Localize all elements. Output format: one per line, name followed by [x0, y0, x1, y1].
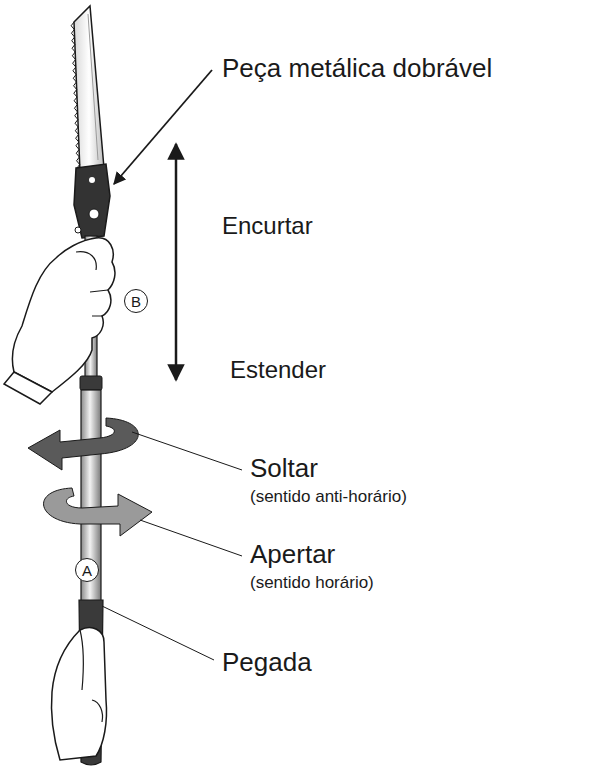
rivet [75, 227, 81, 233]
part-label: Peça metálica dobrável [222, 55, 492, 81]
loosen-arrow [28, 418, 138, 470]
note-label: (sentido horário) [250, 574, 374, 591]
rivet [89, 177, 95, 183]
folding-metal-piece [74, 164, 110, 238]
lock-collar [80, 376, 102, 390]
callout-circle: B [124, 289, 148, 313]
action-label: Apertar [250, 541, 335, 567]
tighten-arrow [44, 488, 152, 536]
saw-teeth-stroke [71, 22, 80, 172]
blade-line [88, 14, 98, 160]
finger-lines [76, 252, 108, 316]
action-label: Soltar [250, 455, 318, 481]
length-arrow [175, 144, 178, 380]
action-label: Encurtar [222, 214, 313, 238]
leader-line [114, 70, 212, 184]
leader-line [102, 606, 214, 660]
note-label: (sentido anti-horário) [250, 488, 407, 505]
saw-teeth [71, 22, 80, 172]
lower-hand [51, 628, 106, 760]
part-label: Pegada [222, 649, 312, 675]
leader-line [140, 520, 242, 556]
saw-blade [74, 6, 104, 172]
callout-letter: B [131, 294, 141, 309]
action-label: Estender [230, 358, 326, 382]
callout-circle: A [75, 558, 99, 582]
rivet [89, 209, 99, 219]
upper-hand [12, 238, 115, 392]
leader-line [132, 432, 242, 470]
callout-letter: A [82, 563, 92, 578]
upper-cuff [4, 372, 52, 404]
finger-lines [80, 630, 103, 722]
